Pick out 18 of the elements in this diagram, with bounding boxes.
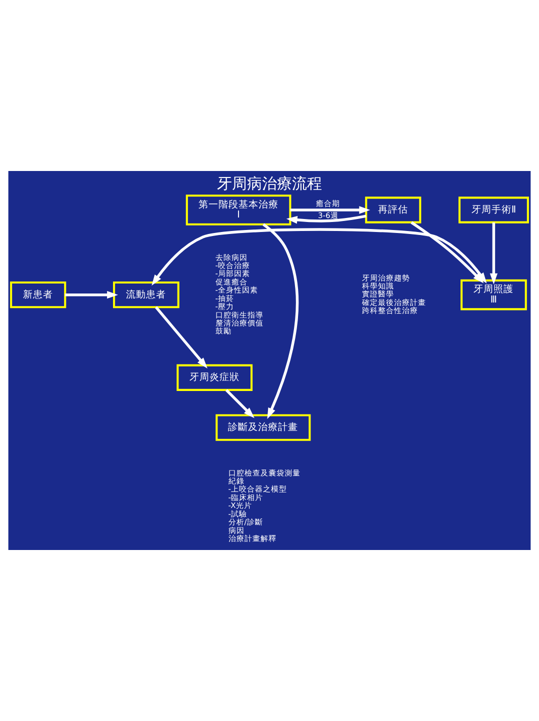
arrow [410, 221, 484, 284]
arrow [154, 306, 208, 368]
arrow [286, 214, 366, 224]
node-box: 牙周炎症狀 [176, 364, 253, 391]
node-box: 診斷及治療計畫 [216, 414, 311, 441]
node-box: 再評估 [365, 196, 422, 224]
arrow [290, 206, 370, 214]
arrow [65, 290, 118, 299]
arrow [225, 389, 254, 418]
arrow [262, 223, 298, 419]
node-box: 第一階段基本治療 Ⅰ [186, 194, 292, 226]
arrow [490, 222, 498, 284]
arrow [152, 228, 487, 286]
node-box: 牙周照護 Ⅲ [460, 279, 527, 310]
diagram-title: 牙周病治療流程 [217, 174, 322, 193]
node-box: 流動患者 [113, 281, 180, 308]
node-box: 牙周手術Ⅱ [458, 196, 529, 224]
node-box: 新患者 [10, 281, 66, 308]
